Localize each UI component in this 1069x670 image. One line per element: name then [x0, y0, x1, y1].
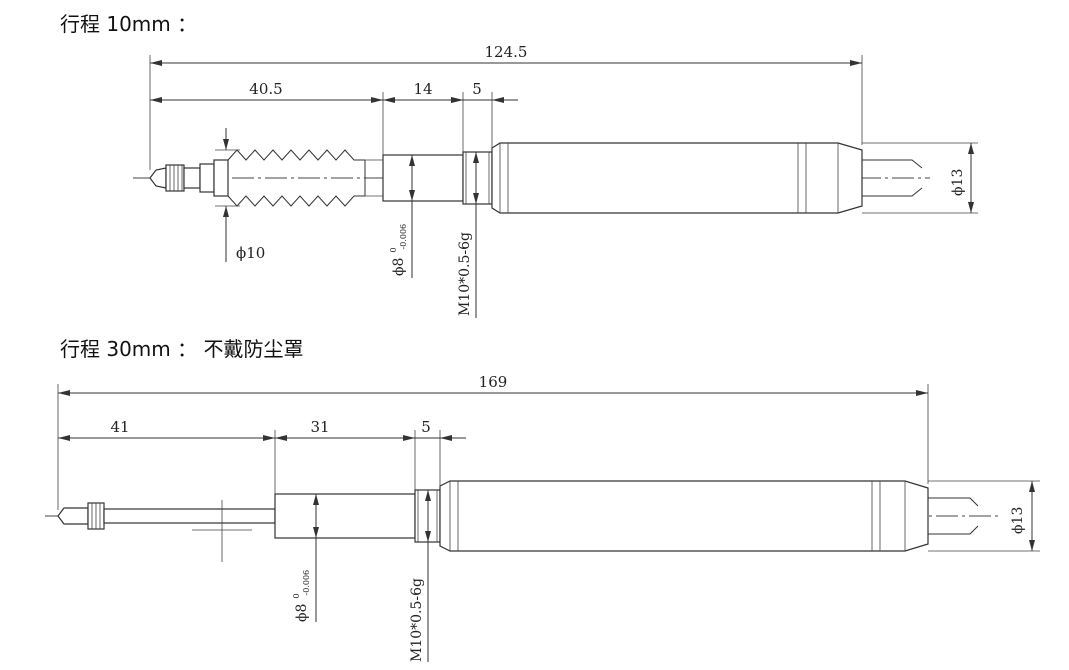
d2-dim-thread-len: 5 [421, 418, 431, 436]
d2-dim-overall: 169 [479, 373, 508, 391]
d2-dim-sleeve: 31 [310, 418, 329, 436]
d1-dim-thread: M10*0.5-6g [457, 232, 473, 316]
d2-main-body [439, 480, 929, 552]
d1-probe-collar [183, 167, 201, 189]
d2-probe-rod [103, 508, 276, 524]
d2-sleeve-tol-lower: -0.006 [302, 570, 311, 596]
d2-dim-sleeve-dia: ϕ8 [294, 604, 310, 622]
d1-dim-overall: 124.5 [485, 43, 528, 61]
d1-dim-thread-len: 5 [472, 80, 482, 98]
d1-dim-boot-dia: ϕ10 [236, 244, 265, 262]
svg-text:ϕ8 0 -0.006: ϕ8 0 -0.006 [286, 570, 311, 622]
d1-probe-tip [149, 167, 167, 189]
d1-dim-body-dia: ϕ13 [950, 169, 966, 196]
d1-sleeve [382, 154, 464, 202]
d2-sleeve [274, 493, 416, 539]
d2-dim-thread: M10*0.5-6g [409, 578, 425, 662]
d1-main-body [491, 142, 863, 214]
d1-dim-sleeve-dia: ϕ8 [391, 258, 407, 276]
d2-cable [928, 497, 979, 535]
d2-probe-tip [57, 507, 89, 525]
d1-probe-nut [165, 164, 185, 192]
d1-dim-sleeve: 14 [413, 80, 432, 98]
d1-cable [862, 159, 923, 197]
d1-bellows-bottom [227, 195, 365, 207]
drawing-2-heading: 行程 30mm ： 不戴防尘罩 [60, 337, 304, 361]
d1-sleeve-tol-lower: -0.006 [399, 224, 408, 250]
d1-dim-probe: 40.5 [249, 80, 282, 98]
d1-bellows-top [227, 149, 365, 161]
svg-text:ϕ8 0 -0.006: ϕ8 0 -0.006 [383, 224, 408, 276]
d2-dim-body-dia: ϕ13 [1010, 507, 1026, 534]
d2-dim-probe: 41 [110, 418, 129, 436]
d1-sleeve-tol-upper: 0 [389, 247, 398, 252]
d1-boot-cap [199, 163, 215, 193]
drawing-1-heading: 行程 10mm ： [60, 12, 198, 36]
d1-boot-ring [213, 159, 229, 197]
drawing-2: 169 41 31 5 ϕ8 0 -0.006 M10*0.5-6g [45, 373, 1040, 662]
d2-sleeve-tol-upper: 0 [292, 593, 301, 598]
drawing-1: 124.5 40.5 14 5 ϕ10 ϕ8 0 -0.006 [133, 43, 978, 318]
